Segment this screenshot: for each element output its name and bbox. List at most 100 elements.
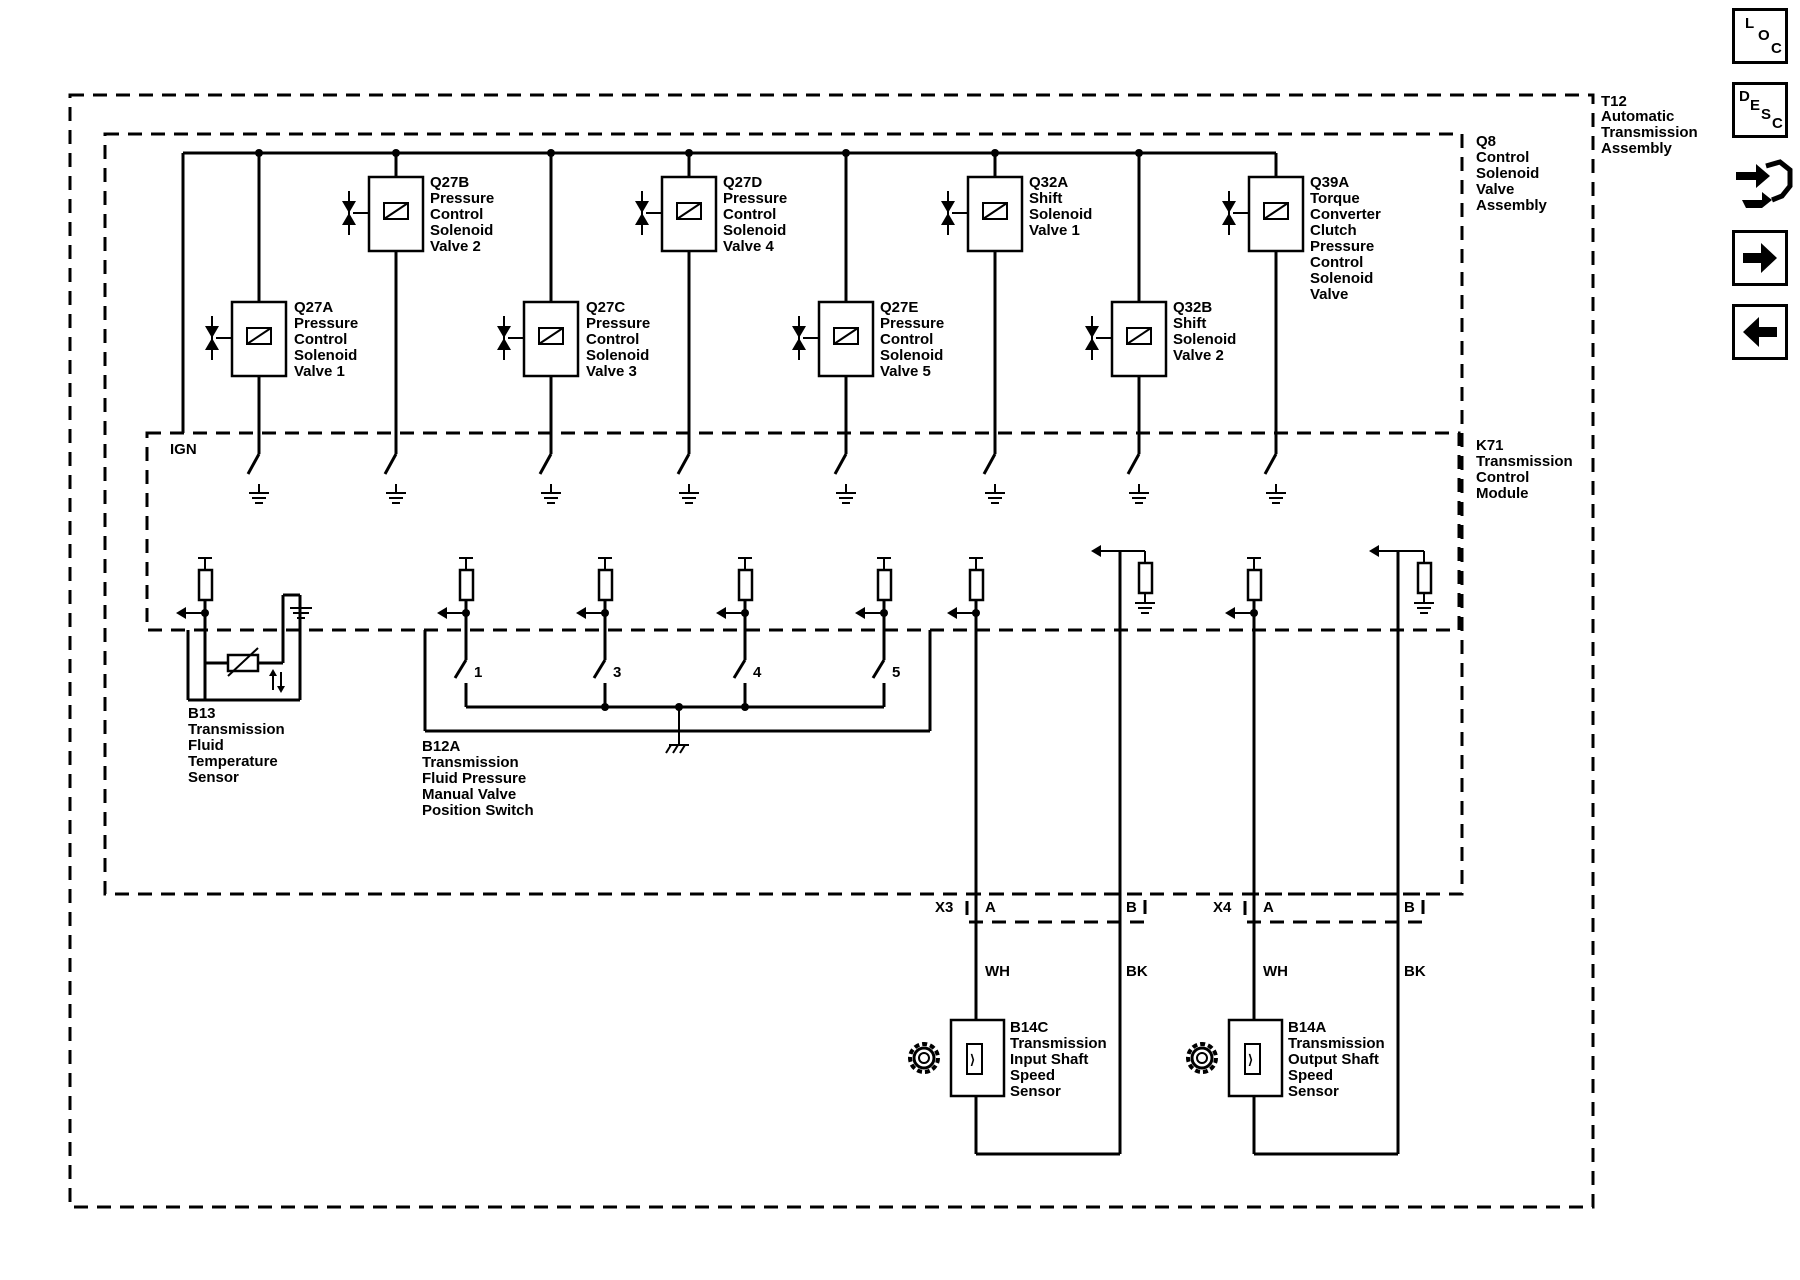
speed-sensor-name-line: Transmission xyxy=(1010,1035,1107,1052)
temp-sensor-id: B13 xyxy=(188,705,216,722)
hall-element-mark: ⟩ xyxy=(1248,1052,1253,1067)
solenoid-id: Q27A xyxy=(294,299,333,316)
arrow-right-icon xyxy=(1743,243,1777,273)
temp-sensor-name-line: Transmission xyxy=(188,721,285,738)
valve-symbol-icon xyxy=(941,191,968,235)
solenoid-q39a: Q39A Torque Converter Clutch Pressure Co… xyxy=(1222,153,1381,504)
loc-letter-o: O xyxy=(1758,27,1770,44)
back-button[interactable] xyxy=(1732,304,1788,360)
signal-arrow-icon xyxy=(1225,607,1235,619)
pressure-switch-contact-icon xyxy=(732,659,747,679)
solenoid-coil-icon xyxy=(1126,327,1152,345)
hall-element-mark: ⟩ xyxy=(970,1052,975,1067)
ground-icon xyxy=(679,484,699,504)
module-input-1 xyxy=(437,557,475,707)
signal-arrow-icon xyxy=(1369,545,1379,557)
solenoid-name-line: Pressure xyxy=(586,315,650,332)
module-id: K71 xyxy=(1476,437,1504,454)
wire-color-a: WH xyxy=(1263,963,1288,980)
signal-arrow-icon xyxy=(176,607,186,619)
solenoid-name-line: Control xyxy=(586,331,639,348)
module-label: K71 Transmission Control Module xyxy=(1476,437,1573,502)
solenoid-name-line: Solenoid xyxy=(586,347,649,364)
solenoid-name-line: Pressure xyxy=(880,315,944,332)
desc-letter-c: C xyxy=(1772,115,1783,132)
speed-sensor-box xyxy=(949,1018,1006,1098)
input-speed-sensor-circuit: X3 A B WH BK ⟩ B14C Transmission Input S… xyxy=(908,545,1155,1156)
temp-sensor-name-line: Fluid xyxy=(188,737,224,754)
connector-x4 xyxy=(1243,892,1425,924)
location-button[interactable]: L O C xyxy=(1732,8,1788,64)
wiring-diagram: T12 Automatic Transmission Assembly Q8 C… xyxy=(68,93,1698,1209)
module-boundary xyxy=(145,431,1461,632)
switch-number: 1 xyxy=(474,664,482,681)
solenoid-coil-icon xyxy=(246,327,272,345)
solenoid-name-line: Control xyxy=(294,331,347,348)
output-speed-sensor-circuit: X4 A B WH BK ⟩ B14A Transmission Output … xyxy=(1186,545,1434,1156)
speed-sensor-name-line: Sensor xyxy=(1010,1083,1061,1100)
solenoid-coil-icon xyxy=(676,202,702,220)
module-name-line: Module xyxy=(1476,485,1529,502)
driver-switch-icon xyxy=(538,453,553,475)
connector-view-button[interactable] xyxy=(1732,156,1793,212)
temp-sensor-name-line: Sensor xyxy=(188,769,239,786)
pullup-resistor xyxy=(197,568,214,602)
solenoid-box xyxy=(966,175,1024,253)
signal-arrow-icon xyxy=(716,607,726,619)
connector-plug-icon xyxy=(1736,159,1793,208)
pressure-switch-circuit: 1 3 4 5 B12A Transmission Fluid Pressure… xyxy=(422,557,932,819)
connector-id: X3 xyxy=(935,899,953,916)
solenoid-id: Q27B xyxy=(430,174,469,191)
signal-arrow-icon xyxy=(437,607,447,619)
solenoid-box xyxy=(367,175,425,253)
solenoid-name-line: Converter xyxy=(1310,206,1381,223)
valve-assembly-name-line: Control xyxy=(1476,149,1529,166)
solenoid-coil-icon xyxy=(833,327,859,345)
solenoid-box xyxy=(1110,300,1168,378)
temp-sensor-circuit: B13 Transmission Fluid Temperature Senso… xyxy=(176,557,312,786)
solenoid-id: Q27C xyxy=(586,299,625,316)
speed-sensor-name-line: Sensor xyxy=(1288,1083,1339,1100)
valve-symbol-icon xyxy=(1085,316,1112,360)
connector-pin-b: B xyxy=(1126,899,1137,916)
solenoid-name-line: Valve 2 xyxy=(430,238,481,255)
description-button[interactable]: D E S C xyxy=(1732,82,1788,138)
solenoid-q27a: Q27A Pressure Control Solenoid Valve 1 xyxy=(205,149,358,504)
ground-icon xyxy=(1266,484,1286,504)
speed-sensor-box xyxy=(1227,1018,1284,1098)
signal-arrow-icon xyxy=(947,607,957,619)
solenoid-name-line: Pressure xyxy=(723,190,787,207)
valve-symbol-icon xyxy=(342,191,369,235)
driver-switch-icon xyxy=(383,453,398,475)
ground-icon xyxy=(541,484,561,504)
driver-switch-icon xyxy=(833,453,848,475)
valve-assembly-name-line: Valve xyxy=(1476,181,1514,198)
speed-sensor-id: B14A xyxy=(1288,1019,1327,1036)
valve-symbol-icon xyxy=(635,191,662,235)
solenoid-name-line: Solenoid xyxy=(1029,206,1092,223)
solenoid-id: Q39A xyxy=(1310,174,1349,191)
ground-icon xyxy=(1129,484,1149,504)
solenoid-name-line: Solenoid xyxy=(723,222,786,239)
ground-icon xyxy=(1135,593,1155,614)
forward-button[interactable] xyxy=(1732,230,1788,286)
valve-assembly-boundary xyxy=(103,132,1464,896)
driver-switch-icon xyxy=(246,453,261,475)
module-name-line: Control xyxy=(1476,469,1529,486)
connector-id: X4 xyxy=(1213,899,1232,916)
solenoid-name-line: Control xyxy=(430,206,483,223)
desc-letter-s: S xyxy=(1761,106,1772,123)
pressure-switch-contact-icon xyxy=(871,659,886,679)
solenoid-name-line: Torque xyxy=(1310,190,1360,207)
gear-icon xyxy=(1186,1042,1218,1074)
solenoid-q27d: Q27D Pressure Control Solenoid Valve 4 xyxy=(635,149,787,504)
loc-letter-l: L xyxy=(1745,15,1755,32)
pressure-switch-contact-icon xyxy=(453,659,468,679)
ground-icon xyxy=(836,484,856,504)
solenoid-box xyxy=(1247,175,1305,253)
toolbar: L O C D E S C xyxy=(1732,8,1796,378)
ground-icon xyxy=(386,484,406,504)
solenoid-name-line: Control xyxy=(880,331,933,348)
valve-assembly-id: Q8 xyxy=(1476,133,1496,150)
solenoid-name-line: Control xyxy=(1310,254,1363,271)
